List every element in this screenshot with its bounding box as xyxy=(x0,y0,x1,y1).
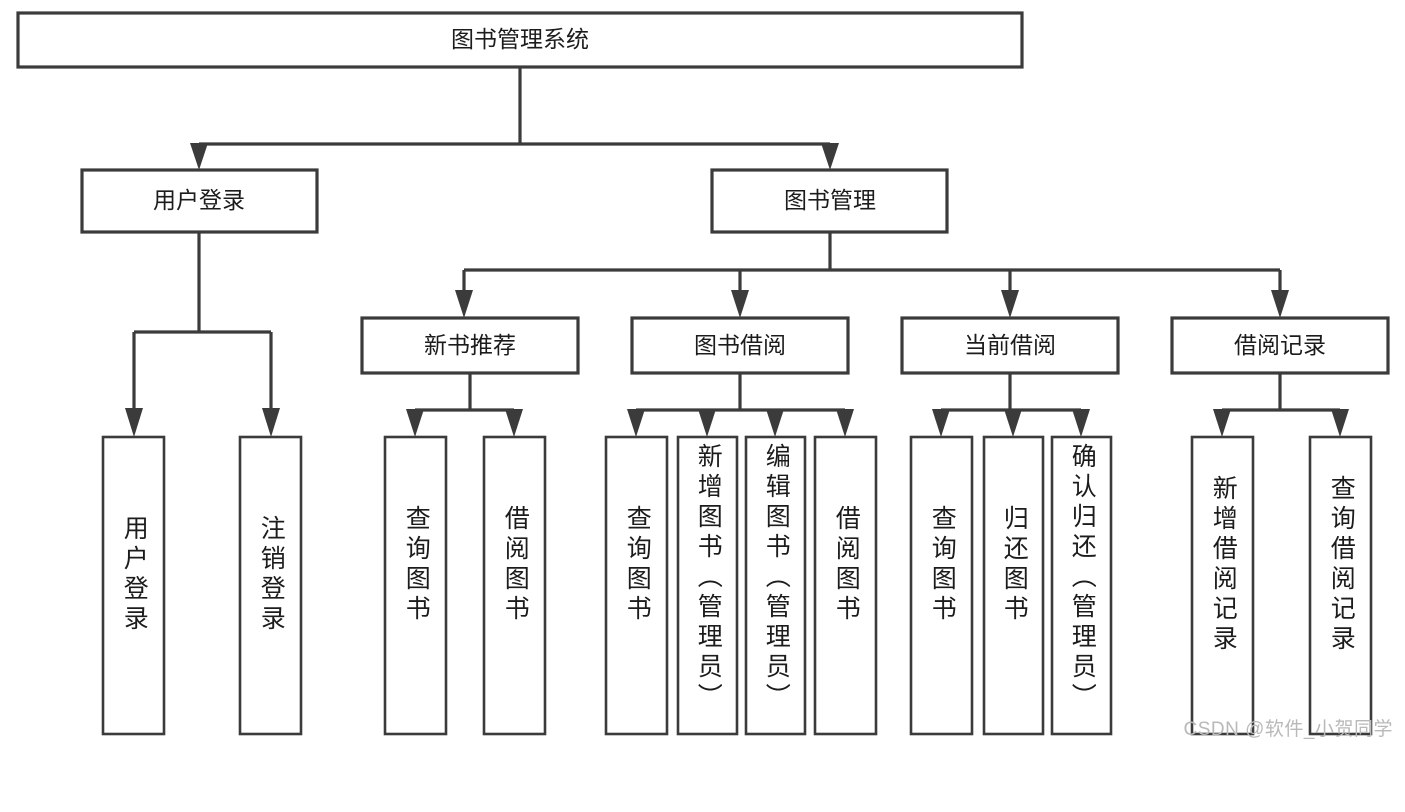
node-level2-book-management-label: 图书管理 xyxy=(784,187,876,213)
node-level3-borrow-record-label: 借阅记录 xyxy=(1234,332,1326,358)
node-level3-current-borrow[interactable]: 当前借阅 xyxy=(900,316,1120,375)
node-level3-new-book-recommend-label: 新书推荐 xyxy=(424,332,516,358)
leaf-boxes xyxy=(101,435,1373,736)
connector-borrow-to-leaves xyxy=(627,373,854,437)
leaf-box-add-borrow-record[interactable] xyxy=(1190,435,1255,736)
leaf-box-query-book-borrow[interactable] xyxy=(604,435,669,736)
leaf-box-borrow-book-new[interactable] xyxy=(482,435,547,736)
node-level3-new-book-recommend[interactable]: 新书推荐 xyxy=(360,316,580,375)
connector-current-to-leaves xyxy=(932,373,1090,437)
leaf-box-query-borrow-record[interactable] xyxy=(1308,435,1373,736)
node-root[interactable]: 图书管理系统 xyxy=(16,11,1024,69)
leaf-box-query-book-new[interactable] xyxy=(383,435,448,736)
connector-newbook-to-leaves xyxy=(406,373,523,437)
leaf-box-borrow-book[interactable] xyxy=(813,435,878,736)
node-level3-book-borrow-label: 图书借阅 xyxy=(694,332,786,358)
node-level2-book-management[interactable]: 图书管理 xyxy=(710,168,949,234)
leaf-box-return-book[interactable] xyxy=(982,435,1045,736)
leaf-box-query-book-current[interactable] xyxy=(909,435,974,736)
diagram-canvas: 图书管理系统 用户登录 图书管理 新书推荐 图书借阅 当前借阅 借阅记录 xyxy=(16,11,1393,740)
connector-userlogin-to-leaves xyxy=(125,232,280,437)
csdn-watermark: CSDN @软件_小贺同学 xyxy=(1183,719,1393,740)
connector-record-to-leaves xyxy=(1213,373,1349,437)
node-level3-borrow-record[interactable]: 借阅记录 xyxy=(1170,316,1390,375)
node-level2-user-login[interactable]: 用户登录 xyxy=(80,168,319,234)
connector-bookmgmt-to-level3 xyxy=(455,232,1289,318)
leaf-box-logout[interactable] xyxy=(238,435,303,736)
tree-diagram-svg: 图书管理系统 用户登录 图书管理 新书推荐 图书借阅 当前借阅 借阅记录 xyxy=(16,11,1390,736)
node-level3-book-borrow[interactable]: 图书借阅 xyxy=(630,316,850,375)
node-level3-current-borrow-label: 当前借阅 xyxy=(964,332,1056,358)
leaf-box-add-book-admin[interactable] xyxy=(676,435,739,736)
leaf-box-user-login[interactable] xyxy=(101,435,166,736)
connector-root-to-level2 xyxy=(190,67,839,170)
node-level2-user-login-label: 用户登录 xyxy=(153,187,245,213)
node-root-label: 图书管理系统 xyxy=(451,26,589,52)
leaf-box-edit-book-admin[interactable] xyxy=(744,435,807,736)
leaf-box-confirm-return-admin[interactable] xyxy=(1050,435,1113,736)
